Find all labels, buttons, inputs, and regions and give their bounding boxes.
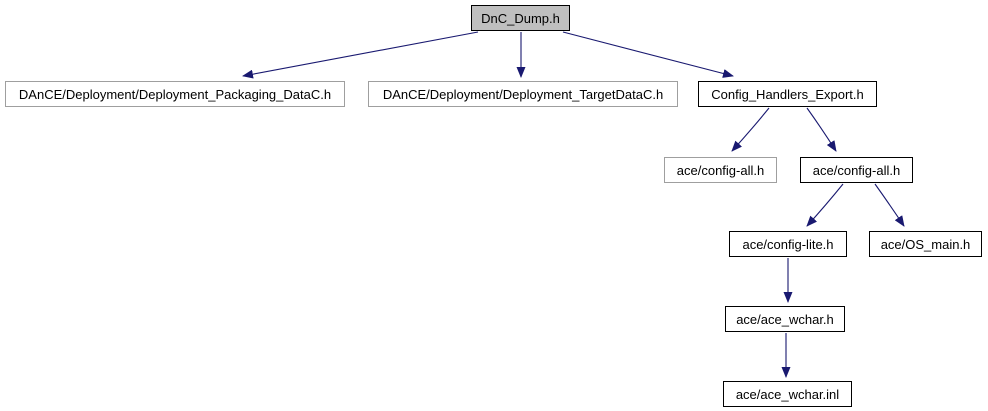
- node-label: ace/ace_wchar.inl: [735, 386, 840, 402]
- edge-ace-config-all-2-to-ace-os-main: [874, 183, 905, 227]
- node-ace-ace-wchar-inl[interactable]: ace/ace_wchar.inl: [723, 381, 852, 407]
- node-deployment-targetdatac[interactable]: DAnCE/Deployment/Deployment_TargetDataC.…: [368, 81, 678, 107]
- edge-config-handlers-export-to-ace-config-all-1: [731, 107, 770, 152]
- node-label: ace/config-all.h: [676, 162, 765, 178]
- node-label: Config_Handlers_Export.h: [711, 86, 864, 102]
- node-ace-config-all-2[interactable]: ace/config-all.h: [800, 157, 913, 183]
- node-ace-config-all-1[interactable]: ace/config-all.h: [664, 157, 777, 183]
- node-label: DAnCE/Deployment/Deployment_TargetDataC.…: [382, 86, 664, 102]
- node-ace-os-main[interactable]: ace/OS_main.h: [869, 231, 982, 257]
- node-label: ace/ace_wchar.h: [736, 311, 834, 327]
- node-label: DAnCE/Deployment/Deployment_Packaging_Da…: [18, 86, 332, 102]
- node-ace-ace-wchar-h[interactable]: ace/ace_wchar.h: [725, 306, 845, 332]
- node-label: ace/OS_main.h: [880, 236, 971, 252]
- edge-dnc-dump-to-config-handlers-export: [562, 31, 734, 78]
- edge-ace-config-all-2-to-ace-config-lite: [806, 183, 844, 227]
- edge-dnc-dump-to-deployment-packaging-datac: [242, 31, 479, 79]
- node-label: DnC_Dump.h: [481, 10, 560, 26]
- node-config-handlers-export[interactable]: Config_Handlers_Export.h: [698, 81, 877, 107]
- node-dnc-dump[interactable]: DnC_Dump.h: [471, 5, 570, 31]
- node-ace-config-lite[interactable]: ace/config-lite.h: [729, 231, 847, 257]
- node-label: ace/config-lite.h: [742, 236, 834, 252]
- node-deployment-packaging-datac[interactable]: DAnCE/Deployment/Deployment_Packaging_Da…: [5, 81, 345, 107]
- node-label: ace/config-all.h: [812, 162, 901, 178]
- edge-config-handlers-export-to-ace-config-all-2: [806, 107, 837, 152]
